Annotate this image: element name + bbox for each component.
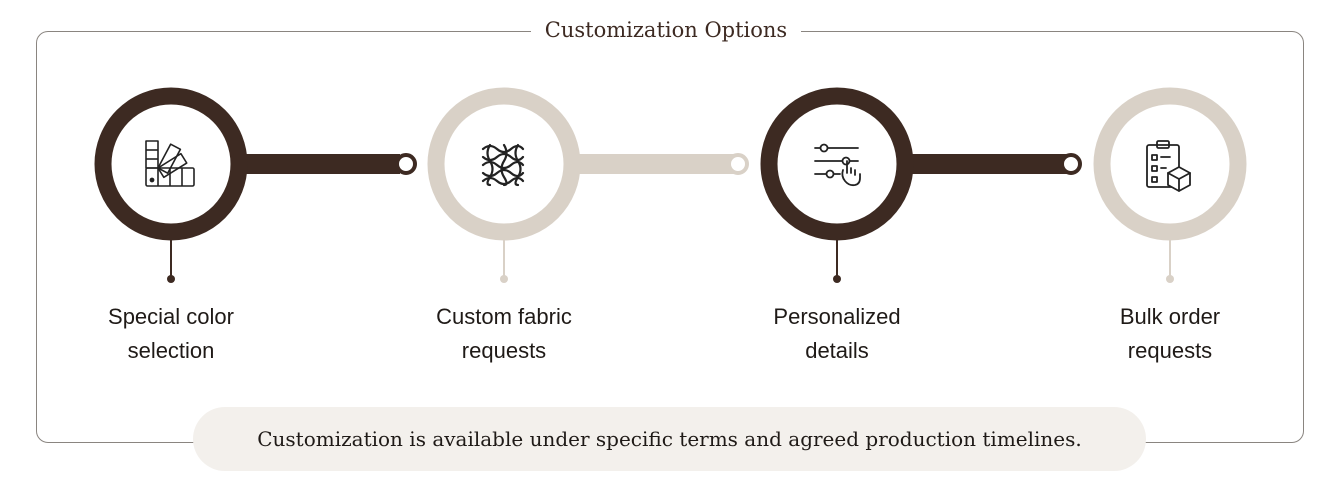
step-4-pin-dot xyxy=(1166,275,1174,283)
step-2-ring xyxy=(427,87,581,241)
step-4 xyxy=(1093,87,1247,241)
footer-note: Customization is available under specifi… xyxy=(193,407,1146,471)
color-swatch-icon xyxy=(145,140,195,187)
step-2-pin-dot xyxy=(500,275,508,283)
footer-note-text: Customization is available under specifi… xyxy=(257,427,1082,451)
step-3-label-line-1: Personalized xyxy=(773,304,901,329)
step-4-inner xyxy=(1111,105,1229,223)
step-1-pin-dot xyxy=(167,275,175,283)
connector-2 xyxy=(570,154,738,174)
connector-1 xyxy=(240,154,400,174)
step-4-label-line-1: Bulk order xyxy=(1119,304,1221,329)
step-2-label-line-2: requests xyxy=(461,338,547,363)
step-1-label-line-1: Special color xyxy=(108,304,234,329)
step-1 xyxy=(94,87,248,241)
connector-3-end-dot xyxy=(1060,153,1082,175)
step-4-ring xyxy=(1093,87,1247,241)
step-4-label-line-2: requests xyxy=(1127,338,1213,363)
step-1-ring xyxy=(94,87,248,241)
step-1-label: Special color selection xyxy=(61,300,281,368)
step-1-label-line-2: selection xyxy=(127,338,215,363)
connector-3 xyxy=(905,154,1067,174)
step-2-inner xyxy=(445,105,563,223)
order-checklist-icon xyxy=(1146,140,1191,192)
step-2-label-line-1: Custom fabric xyxy=(436,304,572,329)
fabric-weave-icon xyxy=(481,143,525,187)
connector-2-end-dot xyxy=(727,153,749,175)
step-3-pin-dot xyxy=(833,275,841,283)
step-3-label: Personalized details xyxy=(727,300,947,368)
step-3 xyxy=(760,87,914,241)
step-2-label: Custom fabric requests xyxy=(394,300,614,368)
step-3-inner xyxy=(778,105,896,223)
connector-1-end-dot xyxy=(395,153,417,175)
step-1-inner xyxy=(112,105,230,223)
step-2 xyxy=(427,87,581,241)
step-3-label-line-2: details xyxy=(805,338,869,363)
step-3-ring xyxy=(760,87,914,241)
settings-sliders-icon xyxy=(814,143,861,187)
step-4-label: Bulk order requests xyxy=(1060,300,1280,368)
